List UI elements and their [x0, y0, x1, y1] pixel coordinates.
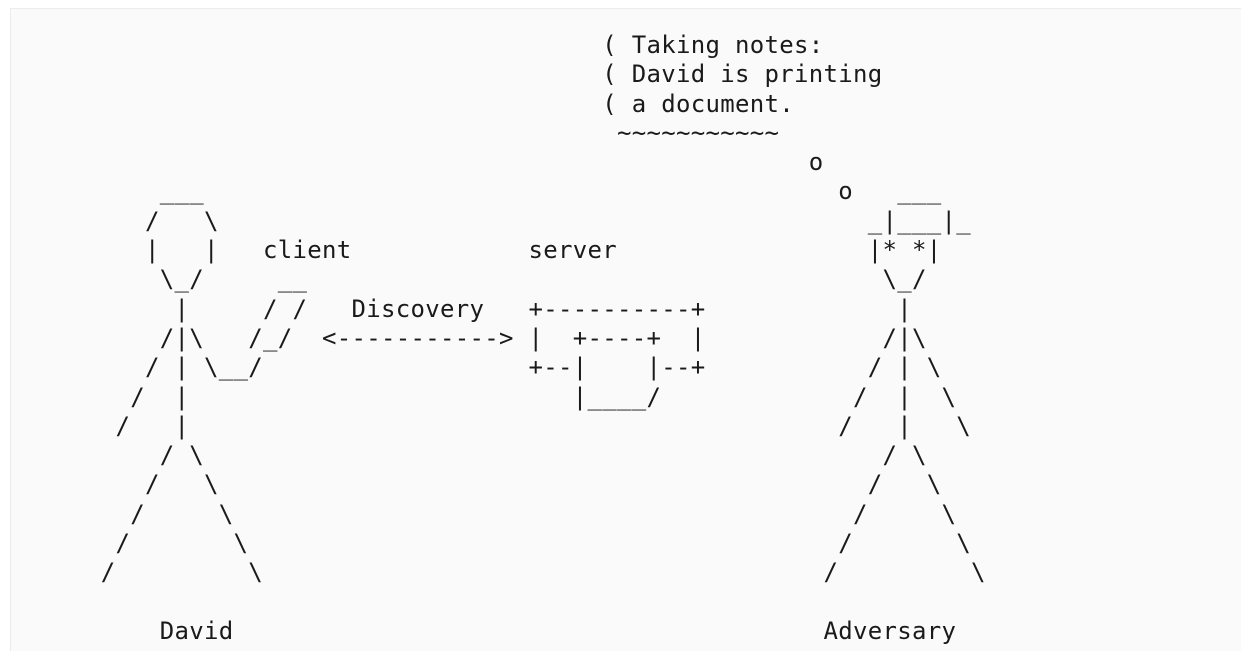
ascii-diagram: ( Taking notes: ( David is printing ( a …	[100, 31, 986, 645]
diagram-frame: ( Taking notes: ( David is printing ( a …	[10, 8, 1241, 651]
